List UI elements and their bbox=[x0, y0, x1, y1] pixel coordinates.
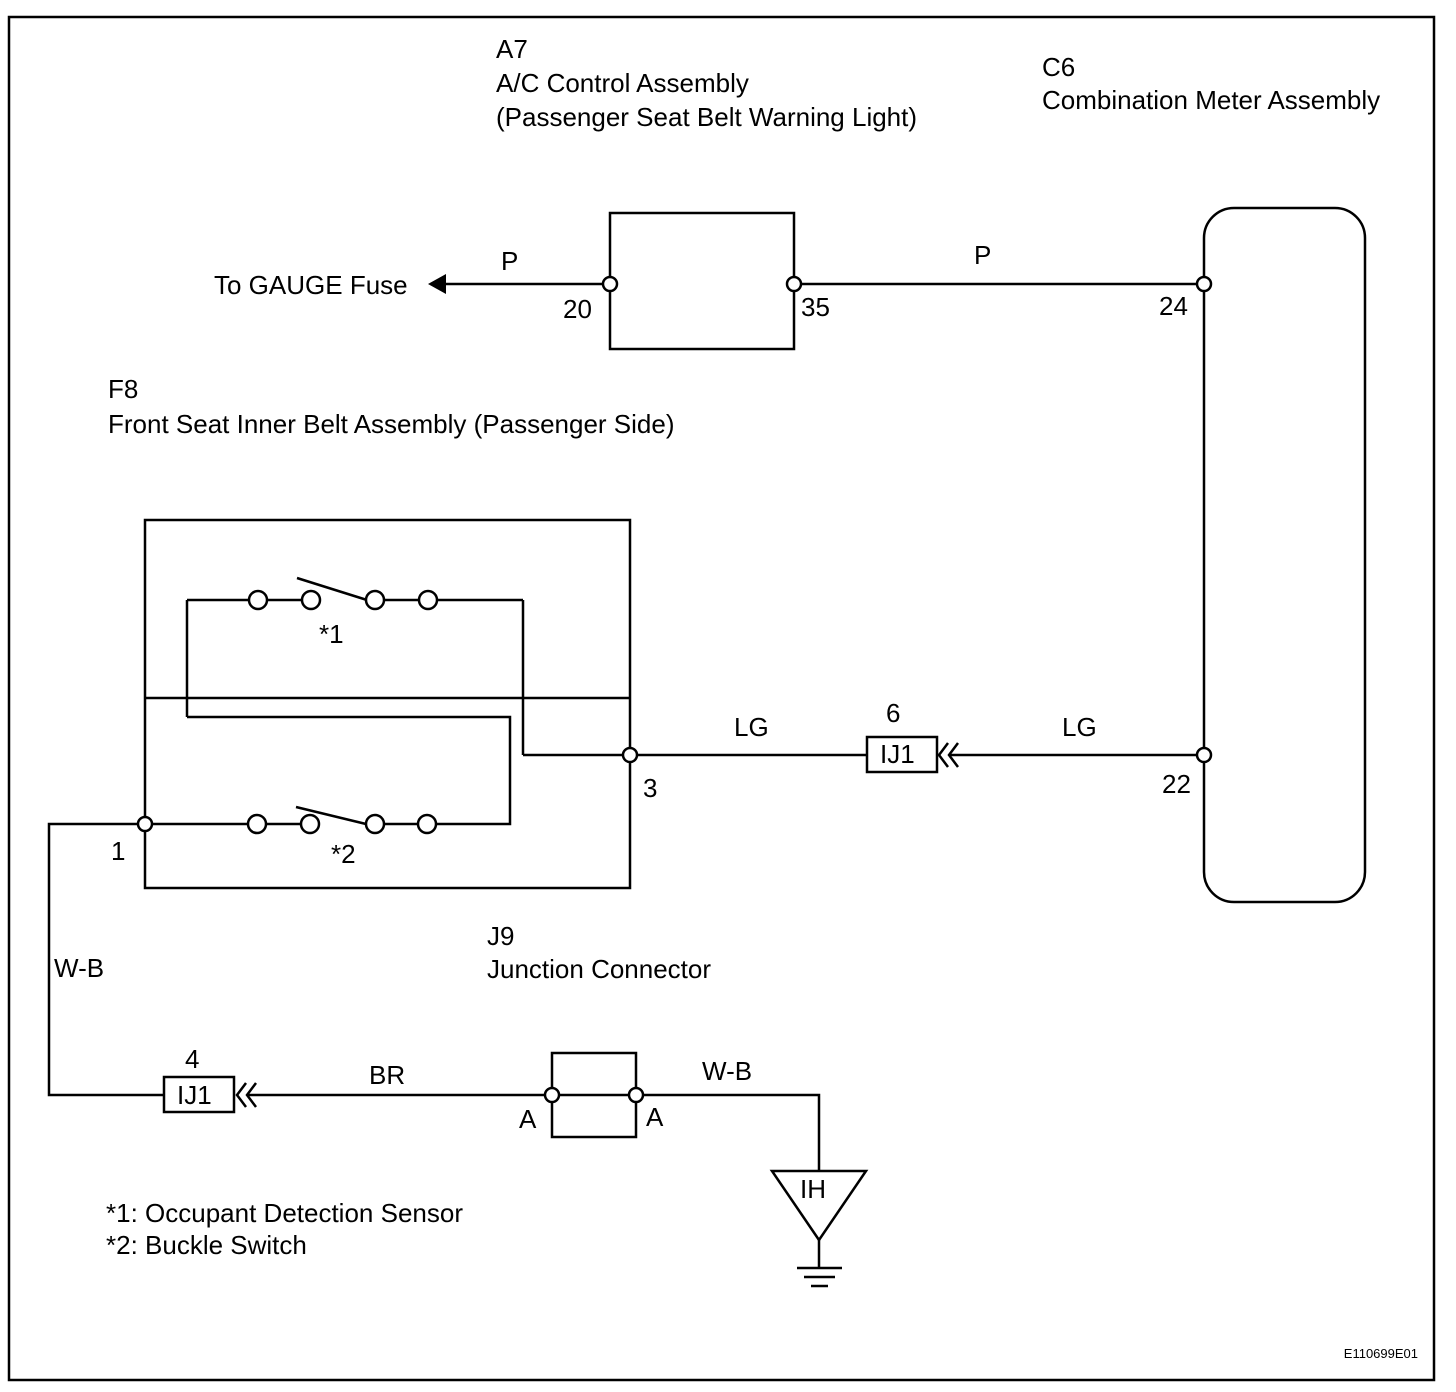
ij1-upper-connector: IJ1 6 bbox=[865, 698, 959, 774]
switch-1-occupant-detection: *1 bbox=[185, 576, 525, 755]
figure-id: E110699E01 bbox=[1344, 1346, 1418, 1361]
a7-pin-20: 20 bbox=[563, 294, 592, 324]
legend: *1: Occupant Detection Sensor *2: Buckle… bbox=[106, 1198, 463, 1260]
f8-pin-1-terminal bbox=[136, 815, 154, 833]
sw2-blade bbox=[295, 805, 367, 826]
a7-pin-35: 35 bbox=[801, 292, 830, 322]
sw1-label: *1 bbox=[319, 619, 344, 649]
wire-color-fuse-a7: P bbox=[501, 246, 518, 276]
switch-2-buckle: *2 bbox=[145, 805, 438, 869]
a7-pin-20-terminal bbox=[601, 275, 619, 293]
wire-color-ij1-4-j9: BR bbox=[369, 1060, 405, 1090]
c6-code: C6 bbox=[1042, 52, 1075, 82]
sw2-contact-4 bbox=[416, 813, 438, 835]
ij1-lower-pin: 4 bbox=[185, 1044, 199, 1074]
wire-color-a7-c6: P bbox=[974, 240, 991, 270]
f8-body bbox=[143, 518, 632, 890]
ij1-lower-name: IJ1 bbox=[177, 1080, 212, 1110]
a7-name: A/C Control Assembly bbox=[496, 68, 749, 98]
j9-pin-a-left-terminal bbox=[543, 1086, 561, 1104]
j9-code: J9 bbox=[487, 921, 514, 951]
f8-pin-3-terminal bbox=[621, 746, 639, 764]
sw1-contact-3 bbox=[364, 589, 386, 611]
c6-body bbox=[1202, 206, 1367, 904]
wire-color-j9-ground: W-B bbox=[702, 1056, 752, 1086]
fuse-arrow-icon bbox=[428, 274, 446, 294]
diagram-frame bbox=[7, 15, 1436, 1382]
j9-pin-a-right: A bbox=[646, 1102, 664, 1132]
sw2-contact-3 bbox=[364, 813, 386, 835]
ij1-upper-body bbox=[865, 735, 939, 774]
wire-color-c6-ij1-6: LG bbox=[1062, 712, 1097, 742]
c6-name: Combination Meter Assembly bbox=[1042, 85, 1380, 115]
sw2-contact-1 bbox=[246, 813, 268, 835]
ij1-upper-name: IJ1 bbox=[880, 739, 915, 769]
j9-pin-a-left: A bbox=[519, 1104, 537, 1134]
wire-color-f8-ij1-6: LG bbox=[734, 712, 769, 742]
wire-f8-ground-path bbox=[47, 822, 164, 1097]
ij1-upper-chevron-1-icon bbox=[937, 742, 949, 768]
c6-combination-meter: C6 Combination Meter Assembly bbox=[1042, 52, 1380, 904]
j9-name: Junction Connector bbox=[487, 954, 711, 984]
ground-point-ih: IH bbox=[769, 1169, 869, 1288]
ground-label: IH bbox=[800, 1174, 826, 1204]
f8-code: F8 bbox=[108, 374, 138, 404]
sw1-contact-2 bbox=[300, 589, 322, 611]
sw1-contact-1 bbox=[247, 589, 269, 611]
fuse-feed: To GAUGE Fuse P bbox=[214, 246, 610, 300]
a7-pin-35-terminal bbox=[785, 275, 803, 293]
sw2-label: *2 bbox=[331, 839, 356, 869]
a7-body bbox=[608, 211, 796, 351]
sw1-blade bbox=[296, 576, 368, 602]
c6-pin-24-terminal bbox=[1195, 275, 1213, 293]
legend-item-2: *2: Buckle Switch bbox=[106, 1230, 307, 1260]
fuse-label: To GAUGE Fuse bbox=[214, 270, 408, 300]
wire-j9-ground bbox=[643, 1093, 821, 1171]
f8-front-seat-inner-belt: F8 Front Seat Inner Belt Assembly (Passe… bbox=[108, 374, 675, 890]
ij1-upper-pin: 6 bbox=[886, 698, 900, 728]
c6-pin-22: 22 bbox=[1162, 769, 1191, 799]
f8-pin-1: 1 bbox=[111, 836, 125, 866]
a7-code: A7 bbox=[496, 34, 528, 64]
sw2-contact-2 bbox=[299, 813, 321, 835]
ij1-lower-connector: IJ1 4 bbox=[162, 1044, 257, 1114]
f8-internal-cross-wire bbox=[187, 715, 512, 826]
sw1-contact-4 bbox=[417, 589, 439, 611]
j9-junction-connector: J9 Junction Connector bbox=[487, 921, 711, 1139]
a7-subname: (Passenger Seat Belt Warning Light) bbox=[496, 102, 917, 132]
c6-pin-24: 24 bbox=[1159, 291, 1188, 321]
f8-pin-3: 3 bbox=[643, 773, 657, 803]
a7-ac-control-assembly: A7 A/C Control Assembly (Passenger Seat … bbox=[496, 34, 917, 351]
legend-item-1: *1: Occupant Detection Sensor bbox=[106, 1198, 463, 1228]
ij1-lower-chevron-1-icon bbox=[235, 1082, 247, 1108]
f8-name: Front Seat Inner Belt Assembly (Passenge… bbox=[108, 409, 675, 439]
ij1-lower-body bbox=[162, 1075, 236, 1114]
j9-pin-a-right-terminal bbox=[627, 1086, 645, 1104]
c6-pin-22-terminal bbox=[1195, 746, 1213, 764]
wire-color-f8-ground: W-B bbox=[54, 953, 104, 983]
ground-triangle bbox=[769, 1169, 869, 1243]
